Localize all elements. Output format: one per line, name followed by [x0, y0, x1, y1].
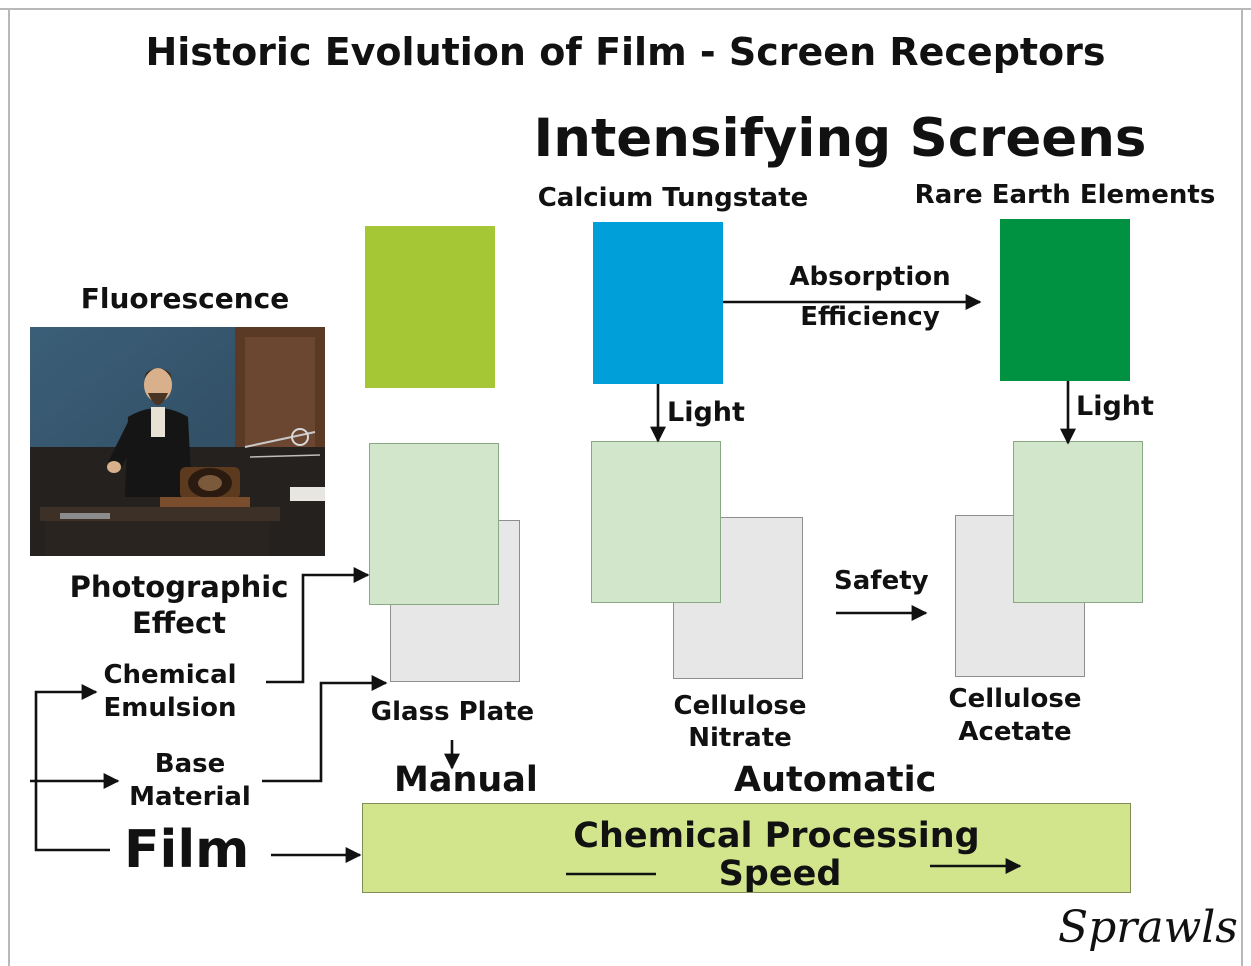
effect-label: Effect — [131, 606, 227, 640]
manual-label: Manual — [394, 760, 538, 800]
screens-heading: Intensifying Screens — [533, 108, 1147, 169]
light-label-right: Light — [1076, 391, 1154, 422]
cellulose-nitrate-label-bottom: Nitrate — [688, 723, 792, 753]
material-label: Material — [129, 782, 251, 812]
emulsion-connector — [266, 567, 370, 684]
early-screen — [365, 226, 495, 388]
frame-right-line — [1241, 8, 1243, 966]
emulsion-label: Emulsion — [103, 693, 237, 723]
rare-earth-screen — [1000, 219, 1130, 381]
cellulose-acetate-emulsion — [1013, 441, 1143, 603]
film-label: Film — [124, 820, 250, 880]
frame-top-line — [0, 8, 1251, 10]
cellulose-nitrate-label-top: Cellulose — [673, 691, 807, 721]
cellulose-acetate-label-bottom: Acetate — [958, 717, 1072, 747]
signature: Sprawls — [1058, 902, 1238, 953]
fluorescence-portrait-image — [30, 327, 325, 556]
photographic-label: Photographic — [69, 570, 289, 604]
safety-label: Safety — [834, 566, 929, 596]
chemical-processing-label: Chemical Processing — [573, 816, 980, 856]
absorption-label: Absorption — [789, 262, 951, 292]
light-label-left: Light — [667, 397, 745, 428]
efficiency-label: Efficiency — [800, 302, 940, 332]
chemical-processing-bar — [362, 803, 1131, 893]
base-connector — [262, 675, 388, 783]
left-bracket-line — [34, 684, 110, 852]
frame-left-line — [8, 8, 10, 966]
automatic-label: Automatic — [734, 760, 937, 800]
calcium-tungstate-screen — [593, 222, 723, 384]
cellulose-nitrate-emulsion — [591, 441, 721, 603]
speed-label: Speed — [718, 854, 842, 894]
chemical-label: Chemical — [103, 660, 237, 690]
cellulose-acetate-label-top: Cellulose — [948, 684, 1082, 714]
base-label: Base — [154, 749, 226, 779]
diagram-title: Historic Evolution of Film - Screen Rece… — [145, 30, 1106, 74]
glass-plate-emulsion — [369, 443, 499, 605]
glass-plate-label: Glass Plate — [370, 697, 535, 727]
calcium-tungstate-label: Calcium Tungstate — [537, 183, 809, 213]
rare-earth-label: Rare Earth Elements — [914, 180, 1216, 210]
fluorescence-label: Fluorescence — [80, 282, 290, 315]
